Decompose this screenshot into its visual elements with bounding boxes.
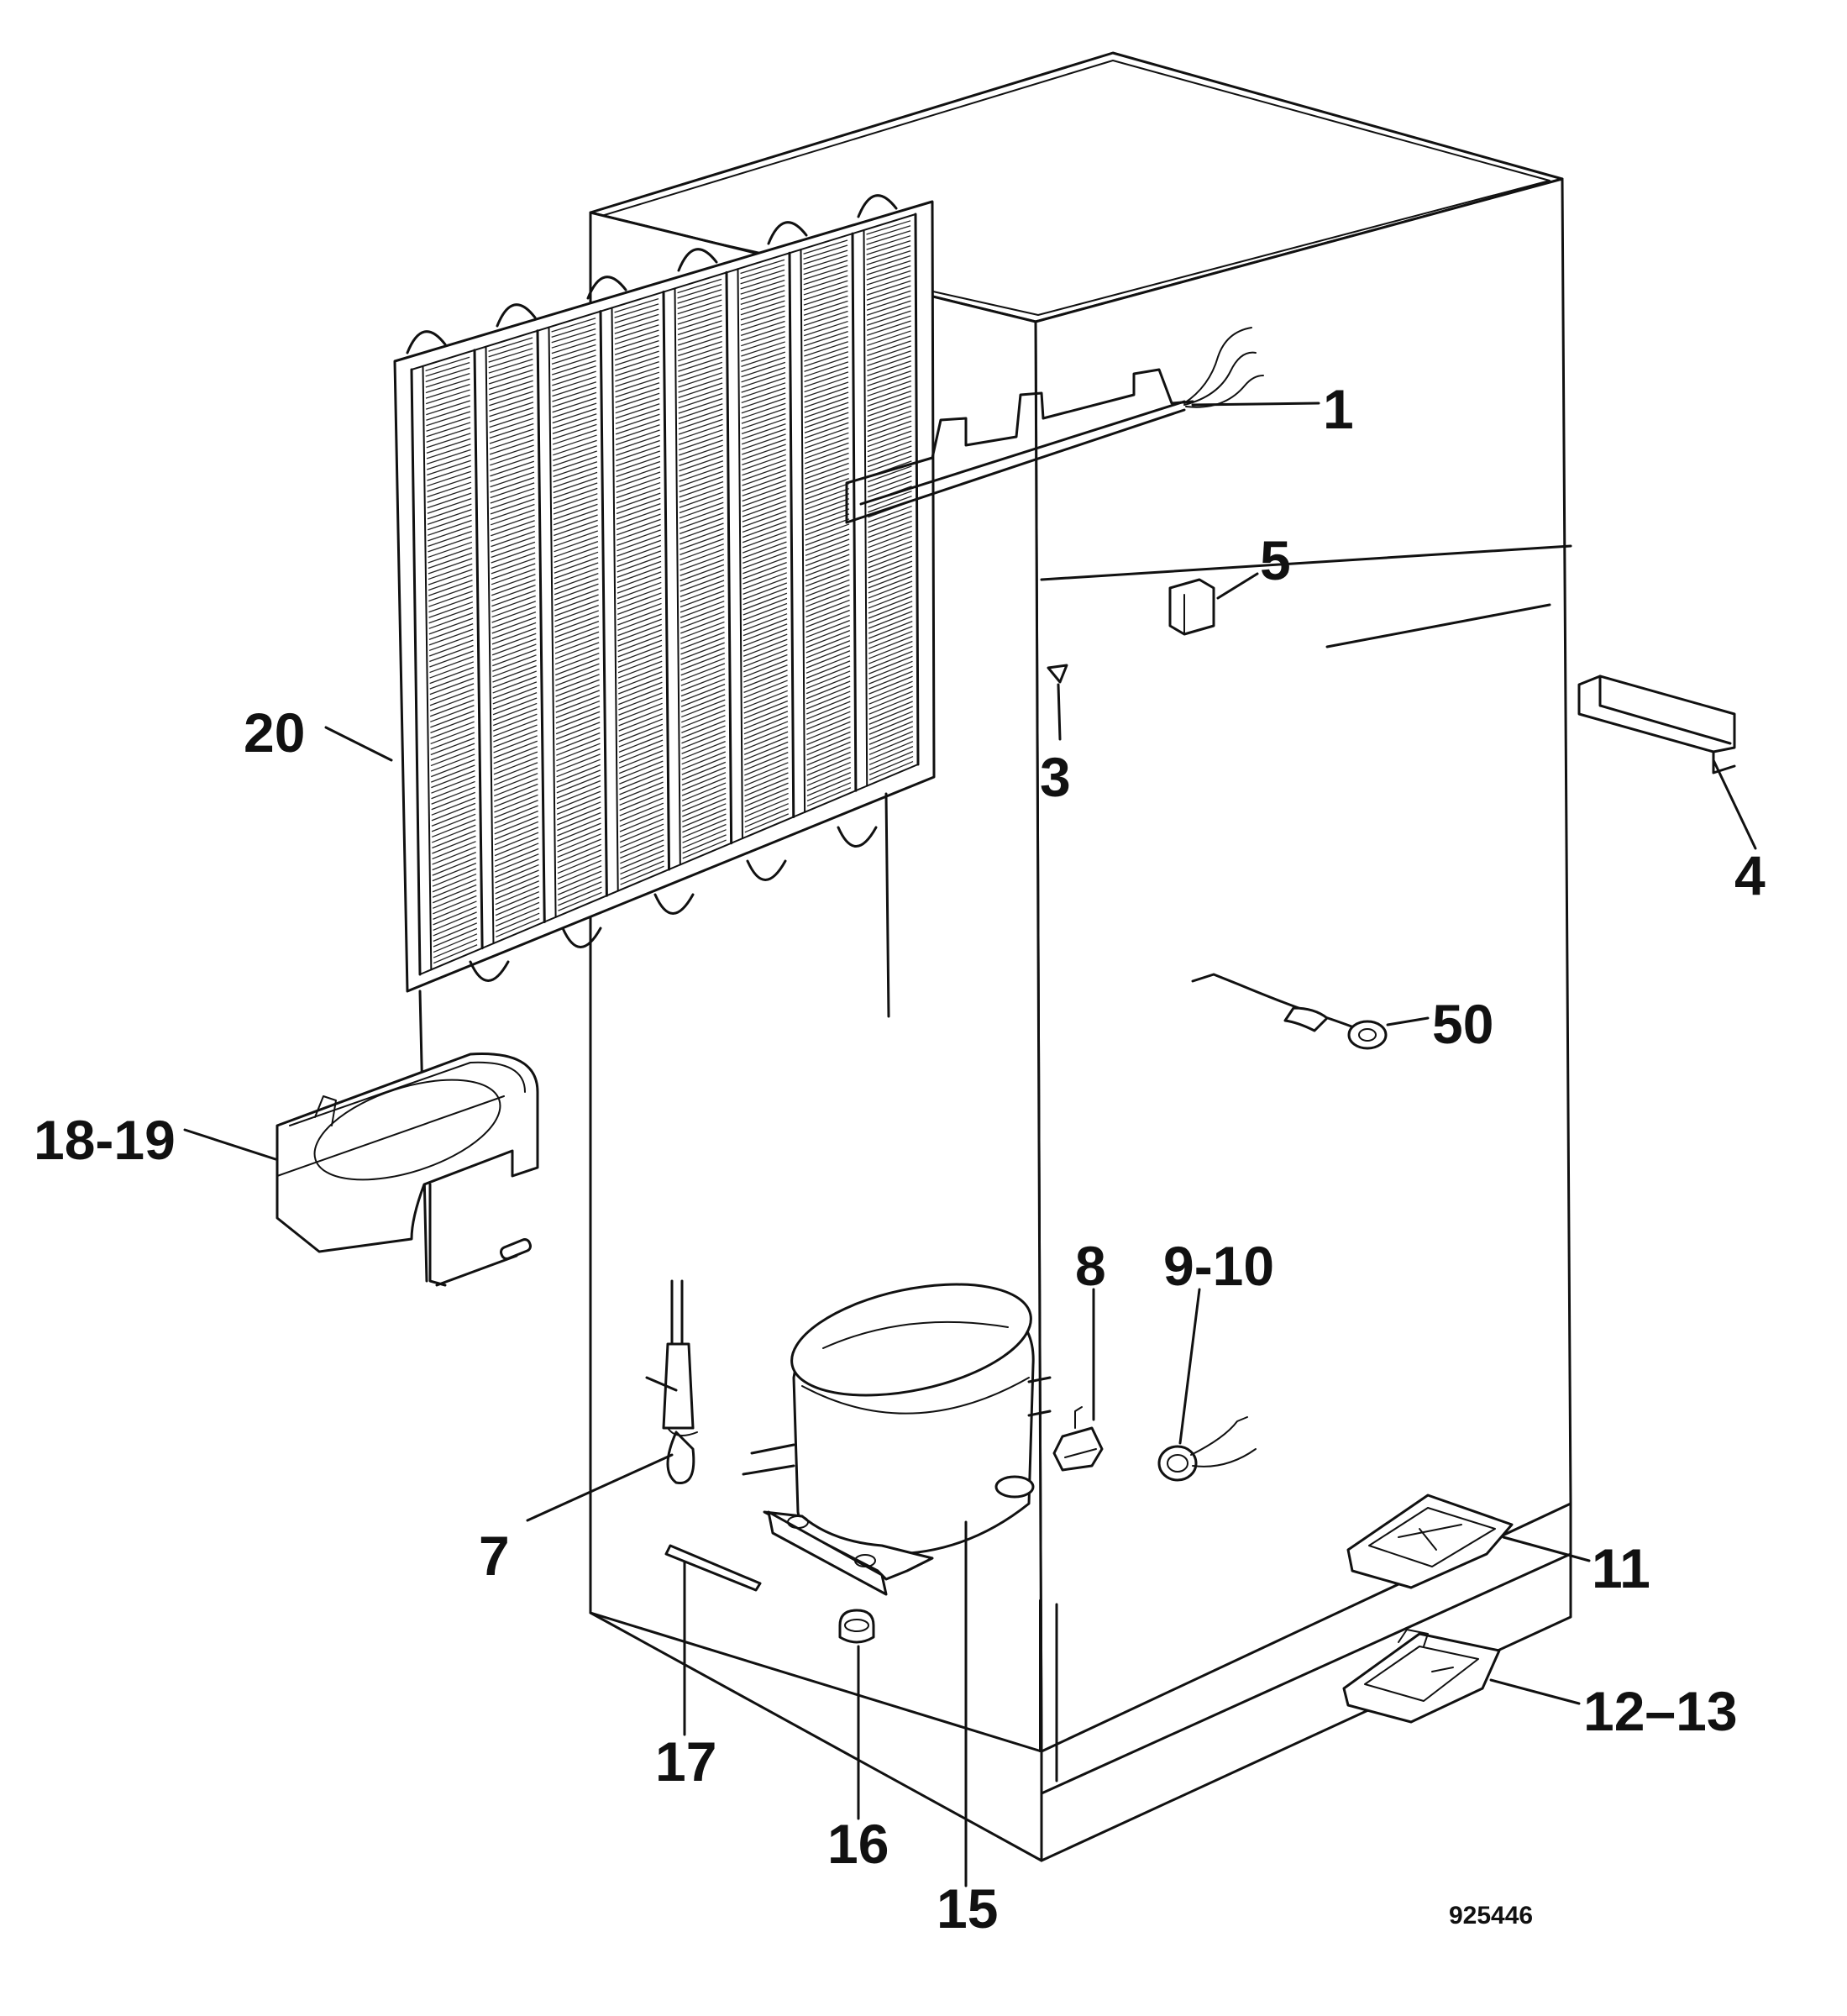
leader-lines — [183, 402, 1757, 1887]
reference-number: 925446 — [1449, 1902, 1533, 1929]
part-15-compressor — [742, 1283, 1052, 1596]
callout-3: 3 — [1040, 746, 1071, 808]
callout-5: 5 — [1260, 529, 1291, 591]
part-18-19-drip-tray — [275, 1053, 539, 1287]
part-16-grommet — [838, 1609, 875, 1644]
part-1-capillary-wiring — [845, 327, 1264, 524]
part-9-10-cable-grommet — [1157, 1416, 1257, 1482]
part-7-relay — [645, 1279, 698, 1484]
callout-8: 8 — [1075, 1235, 1106, 1297]
callout-17: 17 — [655, 1730, 716, 1793]
callout-11: 11 — [1592, 1537, 1650, 1599]
condenser-coil — [393, 194, 936, 1283]
part-5-bracket — [1168, 578, 1215, 636]
part-50-sensor — [1191, 973, 1388, 1050]
part-11-thermostat — [1346, 1494, 1514, 1589]
callout-50: 50 — [1432, 993, 1493, 1055]
callout-12-13: 12–13 — [1583, 1680, 1738, 1742]
part-17-strap — [664, 1544, 762, 1592]
callout-16: 16 — [827, 1813, 889, 1875]
part-8-overload — [1052, 1406, 1104, 1472]
callout-labels: 1 3 4 5 7 8 9-10 11 12–13 15 16 17 18-19… — [34, 378, 1766, 1940]
part-3-clip — [1047, 664, 1068, 684]
part-4-hinge-bracket — [1577, 675, 1736, 774]
callout-15: 15 — [937, 1877, 998, 1940]
callout-20: 20 — [244, 701, 305, 764]
callout-9-10: 9-10 — [1163, 1235, 1274, 1297]
callout-4: 4 — [1734, 844, 1766, 906]
part-12-13-control-housing — [1342, 1629, 1501, 1724]
callout-1: 1 — [1323, 378, 1354, 440]
callout-18-19: 18-19 — [34, 1109, 176, 1171]
callout-7: 7 — [479, 1525, 510, 1587]
